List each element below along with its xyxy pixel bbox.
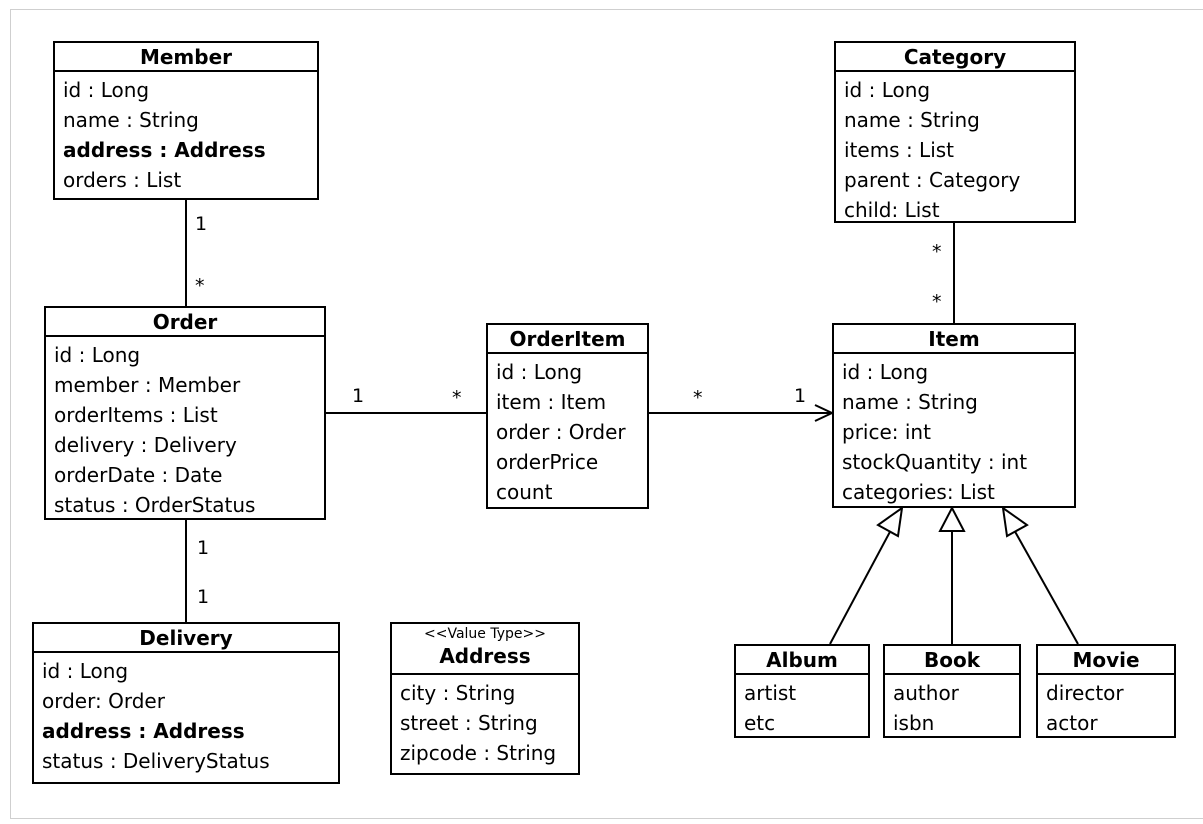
class-name: Address <box>439 644 531 668</box>
attribute: items : List <box>844 138 955 162</box>
generalization-arrowhead-movie <box>1001 505 1029 538</box>
class-book[interactable]: Book author isbn <box>883 644 1021 738</box>
class-category[interactable]: Category id : Long name : String items :… <box>834 41 1076 223</box>
attribute: id : Long <box>42 659 129 683</box>
multiplicity-label: * <box>932 241 942 263</box>
attribute-list: id : Long name : String price: int stock… <box>834 354 1074 507</box>
class-name: Book <box>885 646 1019 675</box>
attribute-list: author isbn <box>885 675 1019 738</box>
multiplicity-label: 1 <box>197 537 210 559</box>
attribute: status : OrderStatus <box>54 493 256 517</box>
attribute: id : Long <box>54 343 141 367</box>
attribute: orderItems : List <box>54 403 218 427</box>
multiplicity-label: 1 <box>195 213 208 235</box>
attribute: author <box>893 681 959 705</box>
attribute: orders : List <box>63 168 182 192</box>
multiplicity-label: * <box>693 387 703 409</box>
attribute: child: List <box>844 198 940 222</box>
attribute: member : Member <box>54 373 241 397</box>
class-movie[interactable]: Movie director actor <box>1036 644 1176 738</box>
attribute: zipcode : String <box>400 741 557 765</box>
class-album[interactable]: Album artist etc <box>734 644 870 738</box>
class-orderitem[interactable]: OrderItem id : Long item : Item order : … <box>486 323 649 509</box>
diagram-frame <box>10 9 1203 819</box>
multiplicity-label: 1 <box>197 586 210 608</box>
attribute: name : String <box>63 108 199 132</box>
attribute: director <box>1046 681 1124 705</box>
attribute: id : Long <box>842 360 929 384</box>
attribute: street : String <box>400 711 538 735</box>
attribute-list: artist etc <box>736 675 868 738</box>
multiplicity-label: 1 <box>794 385 807 407</box>
generalization-album-item <box>829 527 893 645</box>
attribute: address : Address <box>42 719 245 743</box>
attribute: count <box>496 480 553 504</box>
class-delivery[interactable]: Delivery id : Long order: Order address … <box>32 622 340 784</box>
class-name: Category <box>836 43 1074 72</box>
attribute-list: id : Long order: Order address : Address… <box>34 653 338 776</box>
class-member[interactable]: Member id : Long name : String address :… <box>53 41 319 200</box>
attribute: price: int <box>842 420 931 444</box>
attribute: isbn <box>893 711 935 735</box>
attribute: artist <box>744 681 797 705</box>
attribute-list: director actor <box>1038 675 1174 738</box>
generalization-arrowhead-book <box>938 505 966 532</box>
class-item[interactable]: Item id : Long name : String price: int … <box>832 323 1076 508</box>
class-name: Item <box>834 325 1074 354</box>
generalization-movie-item <box>1012 527 1079 645</box>
attribute: stockQuantity : int <box>842 450 1028 474</box>
attribute: status : DeliveryStatus <box>42 749 270 773</box>
class-name: Member <box>55 43 317 72</box>
attribute: id : Long <box>496 360 583 384</box>
attribute-list: id : Long name : String items : List par… <box>836 72 1074 225</box>
class-name: Order <box>46 308 324 337</box>
attribute: id : Long <box>844 78 931 102</box>
class-address[interactable]: <<Value Type>> Address city : String str… <box>390 622 580 775</box>
attribute: categories: List <box>842 480 995 504</box>
attribute: order: Order <box>42 689 165 713</box>
class-name: Movie <box>1038 646 1174 675</box>
attribute: delivery : Delivery <box>54 433 237 457</box>
multiplicity-label: * <box>195 275 205 297</box>
attribute: city : String <box>400 681 516 705</box>
attribute-list: id : Long item : Item order : Order orde… <box>488 354 647 507</box>
attribute: item : Item <box>496 390 607 414</box>
attribute: order : Order <box>496 420 626 444</box>
stereotype: <<Value Type>> <box>424 626 546 642</box>
attribute-list: id : Long name : String address : Addres… <box>55 72 317 195</box>
attribute: actor <box>1046 711 1098 735</box>
multiplicity-label: * <box>452 387 462 409</box>
class-name: Delivery <box>34 624 338 653</box>
attribute: etc <box>744 711 776 735</box>
attribute: address : Address <box>63 138 266 162</box>
multiplicity-label: 1 <box>352 385 365 407</box>
class-name: Album <box>736 646 868 675</box>
generalization-arrowhead-album <box>876 505 904 538</box>
class-name: OrderItem <box>488 325 647 354</box>
attribute: orderDate : Date <box>54 463 223 487</box>
attribute-list: id : Long member : Member orderItems : L… <box>46 337 324 520</box>
attribute: id : Long <box>63 78 150 102</box>
attribute: parent : Category <box>844 168 1021 192</box>
attribute: name : String <box>842 390 978 414</box>
attribute: orderPrice <box>496 450 599 474</box>
class-order[interactable]: Order id : Long member : Member orderIte… <box>44 306 326 520</box>
class-header: <<Value Type>> Address <box>392 624 578 675</box>
attribute: name : String <box>844 108 980 132</box>
multiplicity-label: * <box>932 291 942 313</box>
attribute-list: city : String street : String zipcode : … <box>392 675 578 768</box>
